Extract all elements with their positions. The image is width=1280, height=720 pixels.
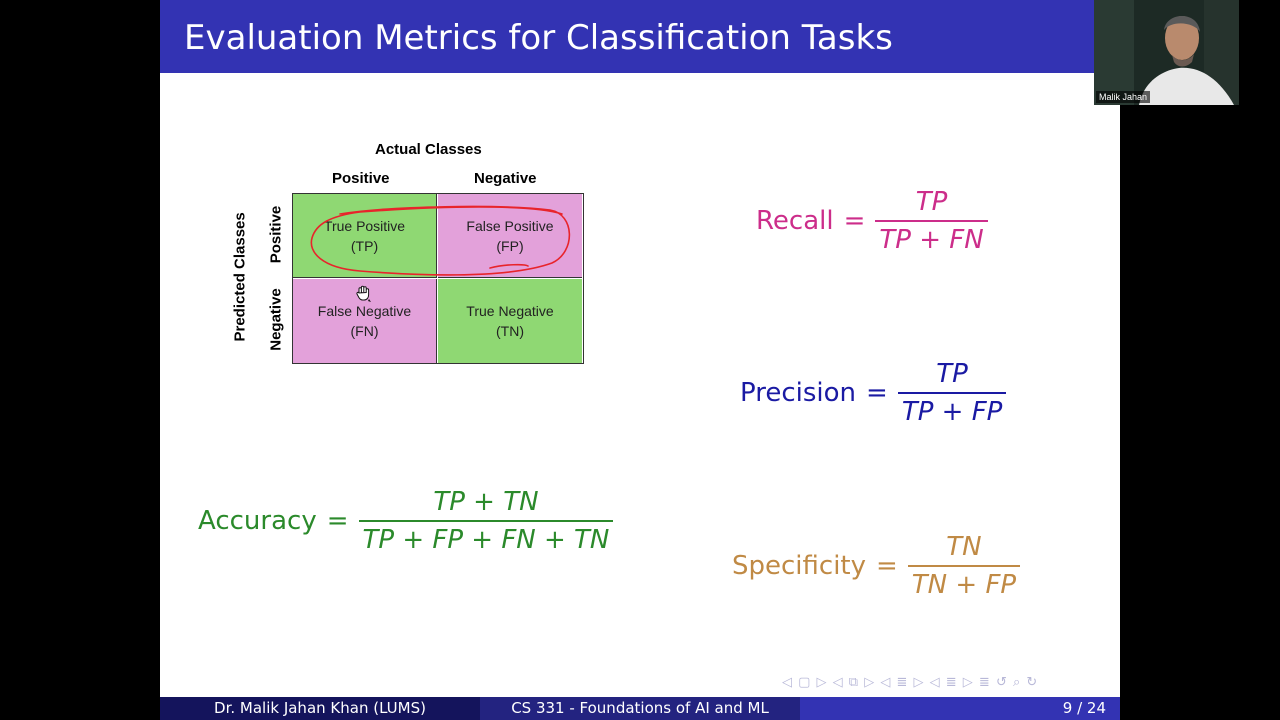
fp-label: False Positive (466, 217, 554, 234)
title-bar: Evaluation Metrics for Classification Ta… (160, 0, 1120, 73)
fn-label: False Negative (317, 303, 412, 319)
specificity-formula: Specificity = TN TN + FP (732, 531, 1021, 601)
slide-footer: Dr. Malik Jahan Khan (LUMS) CS 331 - Fou… (160, 697, 1120, 720)
specificity-fraction-bar (907, 565, 1021, 567)
accuracy-formula: Accuracy = TP + TN TP + FP + FN + TN (198, 486, 614, 556)
tn-label: True Negative (466, 303, 554, 319)
footer-page-number: 9 / 24 (800, 697, 1120, 720)
true-negative-cell: True Negative (TN) (438, 279, 582, 363)
actual-classes-label: Actual Classes (375, 141, 482, 158)
false-positive-cell: False Positive (FP) (438, 194, 582, 278)
precision-name: Precision (740, 377, 857, 408)
row-positive-label: Positive (267, 205, 285, 264)
accuracy-equals: = (326, 505, 349, 536)
specificity-fraction: TN TN + FP (907, 531, 1021, 601)
precision-numerator: TP (936, 359, 968, 389)
slide: Evaluation Metrics for Classification Ta… (160, 0, 1120, 720)
accuracy-fraction: TP + TN TP + FP + FN + TN (358, 486, 614, 556)
accuracy-numerator: TP + TN (433, 487, 539, 517)
fp-abbrev: (FP) (496, 237, 524, 254)
fn-abbrev: (FN) (350, 323, 379, 339)
precision-formula: Precision = TP TP + FP (740, 358, 1007, 428)
recall-name: Recall (756, 205, 834, 236)
predicted-classes-label: Predicted Classes (231, 212, 249, 342)
accuracy-name: Accuracy (198, 505, 317, 536)
specificity-numerator: TN (946, 532, 982, 562)
footer-course: CS 331 - Foundations of AI and ML (480, 697, 800, 720)
recall-formula: Recall = TP TP + FN (756, 186, 988, 256)
recall-fraction: TP TP + FN (875, 186, 988, 256)
column-negative-label: Negative (474, 170, 537, 187)
presenter-video-icon (1094, 0, 1239, 105)
webcam-participant-name: Malik Jahan (1096, 91, 1151, 103)
confusion-matrix: True Positive (TP) False Positive (FP) F… (292, 193, 584, 364)
precision-fraction-bar (897, 392, 1007, 394)
tn-abbrev: (TN) (496, 323, 524, 339)
accuracy-denominator: TP + FP + FN + TN (362, 524, 610, 555)
specificity-denominator: TN + FP (911, 569, 1017, 600)
recall-equals: = (843, 205, 866, 236)
footer-author: Dr. Malik Jahan Khan (LUMS) (160, 697, 480, 720)
precision-fraction: TP TP + FP (897, 358, 1007, 428)
row-negative-label: Negative (267, 288, 285, 351)
specificity-name: Specificity (732, 550, 866, 581)
precision-denominator: TP + FP (901, 396, 1003, 427)
tp-abbrev: (TP) (350, 237, 379, 254)
beamer-navigation-controls[interactable]: ◁ ▢ ▷ ◁ ⧉ ▷ ◁ ≣ ▷ ◁ ≣ ▷ ≣ ↺ ⌕ ↻ (782, 675, 1039, 690)
precision-equals: = (866, 377, 888, 408)
webcam-video-tile[interactable]: Malik Jahan (1094, 0, 1239, 105)
slide-title: Evaluation Metrics for Classification Ta… (184, 18, 893, 58)
accuracy-fraction-bar (358, 520, 614, 522)
recall-denominator: TP + FN (879, 224, 984, 255)
recall-fraction-bar (875, 220, 988, 222)
specificity-equals: = (876, 550, 898, 581)
column-positive-label: Positive (332, 170, 390, 187)
annotation-ellipse (310, 205, 571, 276)
tp-label: True Positive (323, 217, 406, 234)
recall-numerator: TP (915, 187, 948, 217)
hand-cursor-icon (354, 284, 374, 308)
